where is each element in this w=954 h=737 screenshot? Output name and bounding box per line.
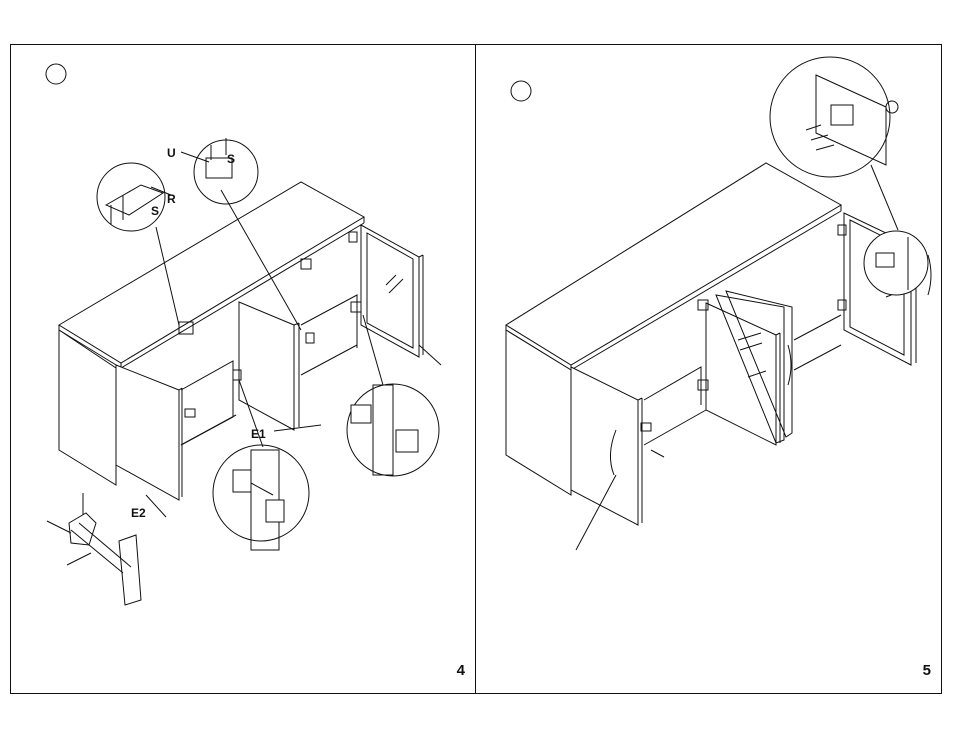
step-circle: [511, 81, 531, 101]
label-u: U: [167, 146, 176, 160]
label-s-top: S: [227, 152, 235, 166]
label-r: R: [167, 192, 176, 206]
label-s-bottom: S: [151, 204, 159, 218]
step-5-illustration: [476, 45, 943, 695]
label-e1: E1: [251, 427, 266, 441]
step-circle: [46, 64, 66, 84]
page-number: 5: [923, 662, 931, 679]
step-5-panel: 5: [475, 44, 942, 694]
page-number: 4: [457, 662, 465, 679]
step-4-illustration: U S R S E1 E2: [11, 45, 477, 695]
label-e2: E2: [131, 506, 146, 520]
step-4-panel: U S R S E1 E2 4: [10, 44, 476, 694]
